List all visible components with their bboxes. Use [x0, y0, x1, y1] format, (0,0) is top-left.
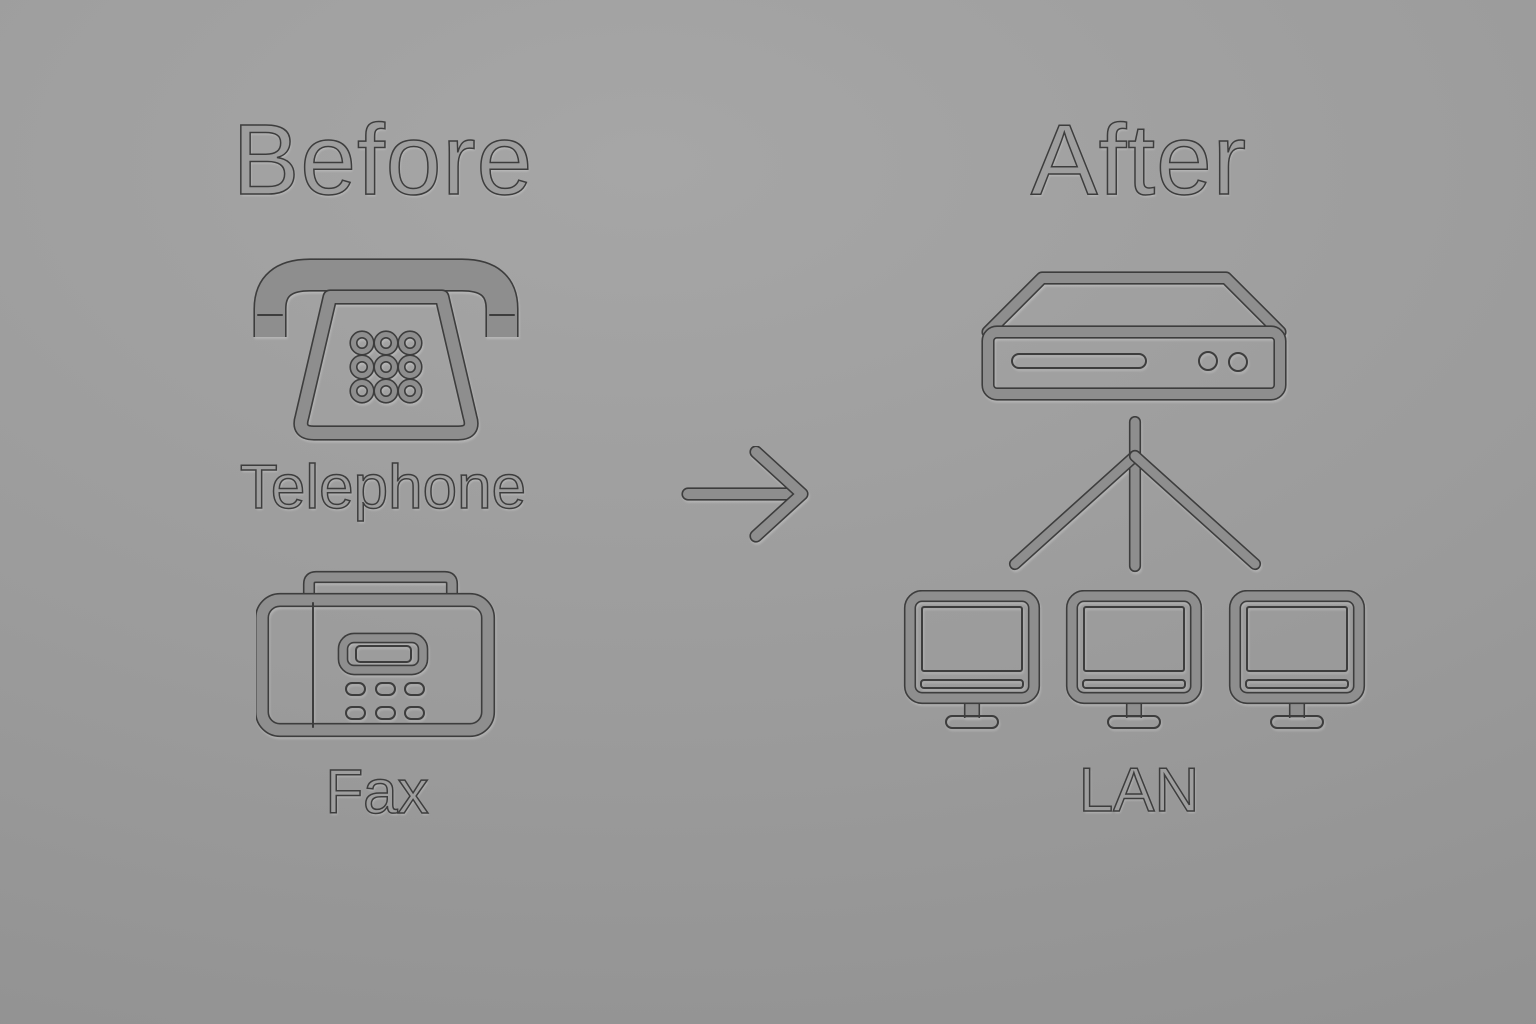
fax-paper — [304, 572, 457, 602]
hub-router-icon — [981, 271, 1287, 401]
telephone-icon — [253, 258, 519, 441]
fax-display-screen — [355, 645, 412, 663]
telephone-label: Telephone — [239, 453, 527, 522]
after-title: After — [1030, 104, 1248, 216]
network-lines — [1008, 416, 1262, 573]
computer-center — [1072, 596, 1196, 728]
router-front — [983, 327, 1285, 399]
fax-label: Fax — [325, 758, 430, 827]
network-line-left — [1010, 451, 1140, 569]
router-slot — [1011, 353, 1147, 369]
phone-body — [294, 291, 478, 439]
router-led-1 — [1198, 351, 1218, 371]
router-front — [981, 325, 1287, 401]
fax-display — [339, 634, 427, 674]
right-arrow-icon — [681, 446, 809, 543]
fax-machine-icon — [256, 570, 496, 738]
computer-left — [910, 596, 1034, 728]
before-title: Before — [232, 104, 534, 216]
router-led-2 — [1228, 352, 1248, 372]
router-top — [983, 273, 1285, 337]
fax-body — [256, 594, 494, 736]
phone-keypad — [349, 330, 423, 404]
lan-label: LAN — [1078, 756, 1200, 825]
computer-right — [1235, 596, 1359, 728]
fax-buttons — [345, 682, 425, 720]
after-section: After LAN — [850, 0, 1536, 1024]
arrow-head — [751, 447, 807, 541]
before-section: Before Telephone Fax — [0, 0, 700, 1024]
lan-computers-icon — [902, 590, 1372, 740]
phone-handset — [255, 260, 517, 337]
network-line-right — [1130, 451, 1260, 569]
